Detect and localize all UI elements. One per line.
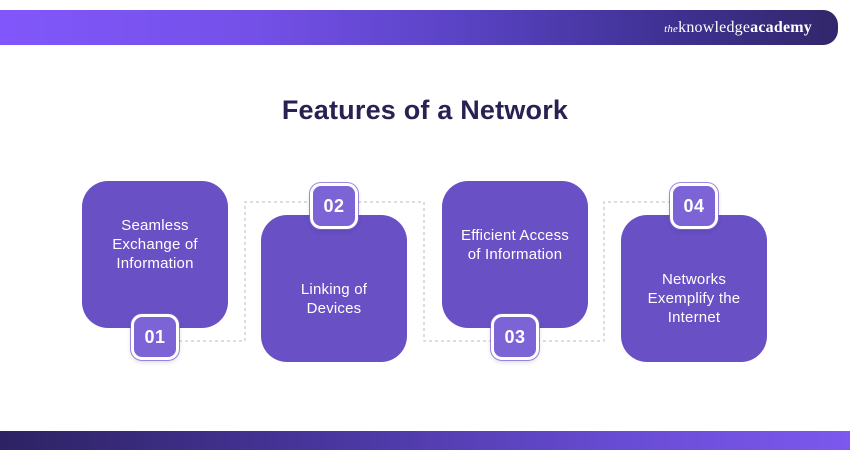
feature-number-badge-4: 04	[670, 183, 718, 229]
logo-the: the	[664, 22, 679, 35]
feature-card-1: Seamless Exchange of Information 01	[82, 181, 228, 360]
feature-label-4: Networks Exemplify the Internet	[647, 271, 741, 326]
feature-number-badge-3: 03	[491, 314, 539, 360]
feature-label-1: Seamless Exchange of Information	[112, 217, 198, 272]
feature-card-2: Linking of Devices 02	[261, 183, 407, 362]
feature-card-4: Networks Exemplify the Internet 04	[621, 183, 767, 362]
logo-academy: academy	[750, 18, 812, 36]
feature-number-badge-1: 01	[131, 314, 179, 360]
logo-knowledge: knowledge	[678, 18, 751, 36]
page-title: Features of a Network	[281, 95, 569, 125]
feature-label-3: Efficient Access of Information	[461, 226, 569, 263]
feature-card-3: Efficient Access of Information 03	[442, 181, 588, 360]
footer-brand-bar	[0, 431, 850, 450]
knowledge-academy-logo: theknowledgeacademy	[664, 19, 838, 37]
header-brand-bar: theknowledgeacademy	[0, 10, 838, 45]
feature-label-2: Linking of Devices	[300, 280, 368, 317]
feature-number-badge-2: 02	[310, 183, 358, 229]
